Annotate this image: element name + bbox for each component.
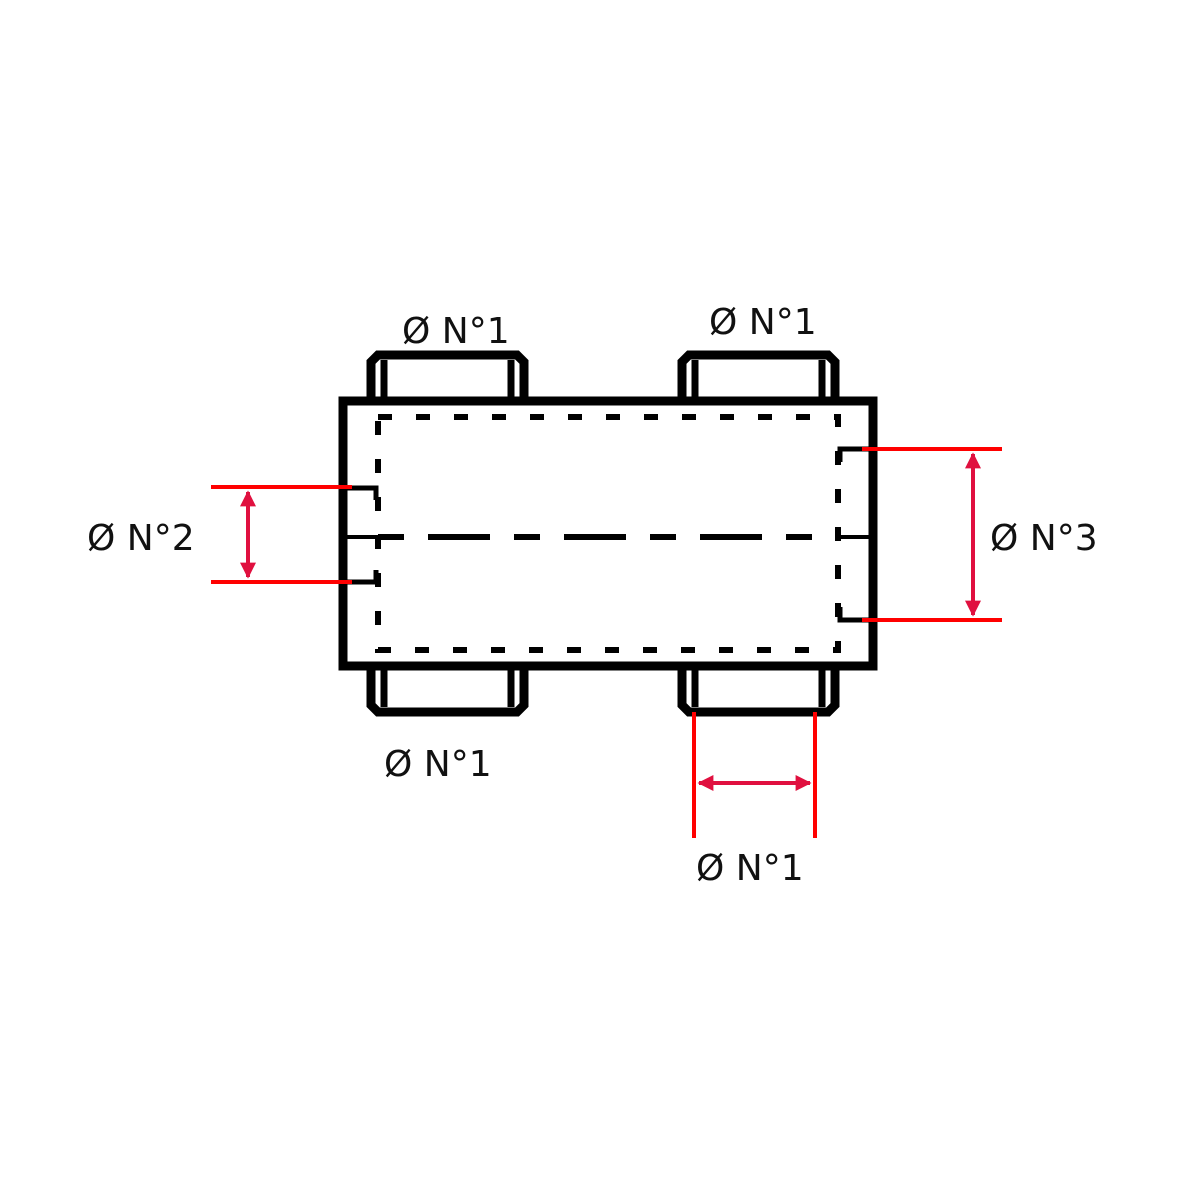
label-top-right-port: Ø N°1 — [709, 302, 817, 343]
label-top-left-port: Ø N°1 — [402, 311, 510, 352]
dimension-bottom — [692, 712, 817, 838]
nipple-top-right — [677, 350, 840, 401]
label-bottom-right-port: Ø N°1 — [696, 848, 804, 889]
label-bottom-left-port: Ø N°1 — [384, 744, 492, 785]
bore-left — [347, 485, 379, 585]
label-left-port: Ø N°2 — [87, 518, 195, 559]
nipple-bottom-left — [366, 666, 529, 717]
bore-right — [837, 446, 869, 623]
dimension-right — [862, 447, 1002, 622]
block-body — [338, 396, 878, 671]
nipple-bottom-right — [677, 666, 840, 717]
dimension-left — [211, 485, 352, 584]
nipple-top-left — [366, 350, 529, 401]
label-right-port: Ø N°3 — [990, 518, 1098, 559]
